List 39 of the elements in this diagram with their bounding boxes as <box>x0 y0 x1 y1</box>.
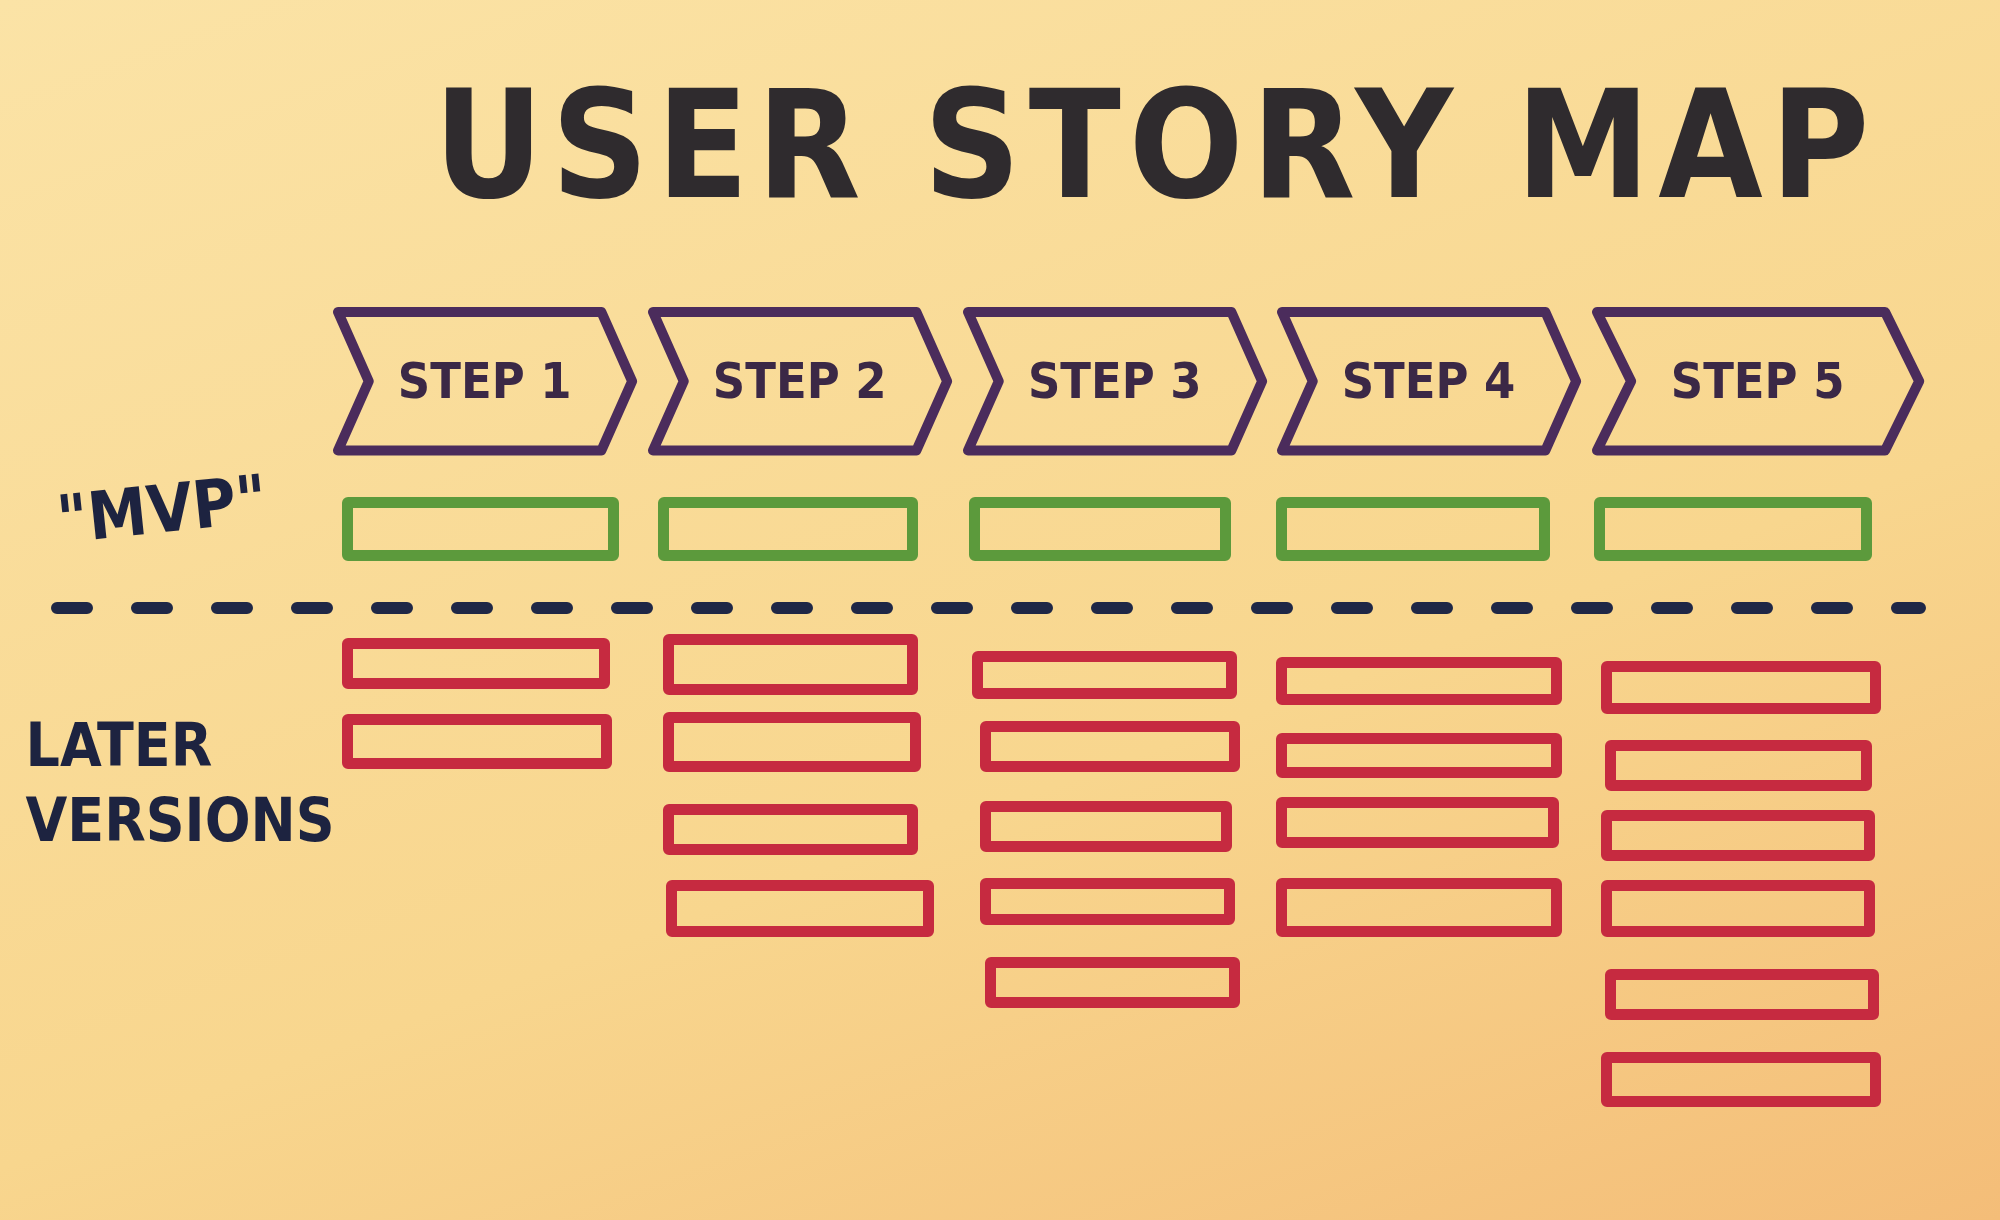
story-card <box>971 650 1238 699</box>
step-label: STEP 5 <box>1670 352 1845 411</box>
story-card <box>1275 497 1550 562</box>
story-card <box>979 877 1235 925</box>
story-card <box>1275 733 1563 779</box>
story-card <box>979 720 1240 772</box>
story-card <box>1600 809 1875 861</box>
process-step-shape <box>1590 306 1925 457</box>
process-step-shape <box>331 306 638 457</box>
process-step-shape <box>1275 306 1582 457</box>
process-step-shape <box>961 306 1268 457</box>
mvp-label: "MVP" <box>53 459 272 562</box>
process-step-shape <box>646 306 953 457</box>
story-card <box>1600 1052 1882 1108</box>
story-card <box>1275 656 1563 706</box>
story-card <box>1275 797 1559 849</box>
step-label: STEP 2 <box>712 352 887 411</box>
story-card <box>663 711 921 772</box>
step-label: STEP 3 <box>1027 352 1202 411</box>
story-card <box>341 497 619 562</box>
story-card <box>665 880 934 938</box>
story-card <box>1600 660 1882 715</box>
story-card <box>1604 969 1879 1021</box>
story-card <box>1600 880 1875 938</box>
story-card <box>979 801 1233 852</box>
title: USER STORY MAP <box>433 70 1878 221</box>
story-card <box>658 497 919 562</box>
story-card <box>663 803 919 855</box>
row-label: LATER VERSIONS <box>25 708 332 857</box>
story-card <box>969 497 1231 562</box>
story-card <box>1275 877 1563 938</box>
step-label: STEP 1 <box>397 352 572 411</box>
story-card <box>1594 497 1873 562</box>
story-card <box>1604 739 1873 791</box>
step-label: STEP 4 <box>1341 352 1516 411</box>
story-card <box>984 956 1240 1008</box>
story-card <box>663 633 919 696</box>
story-card <box>341 714 613 770</box>
story-card <box>341 637 610 689</box>
